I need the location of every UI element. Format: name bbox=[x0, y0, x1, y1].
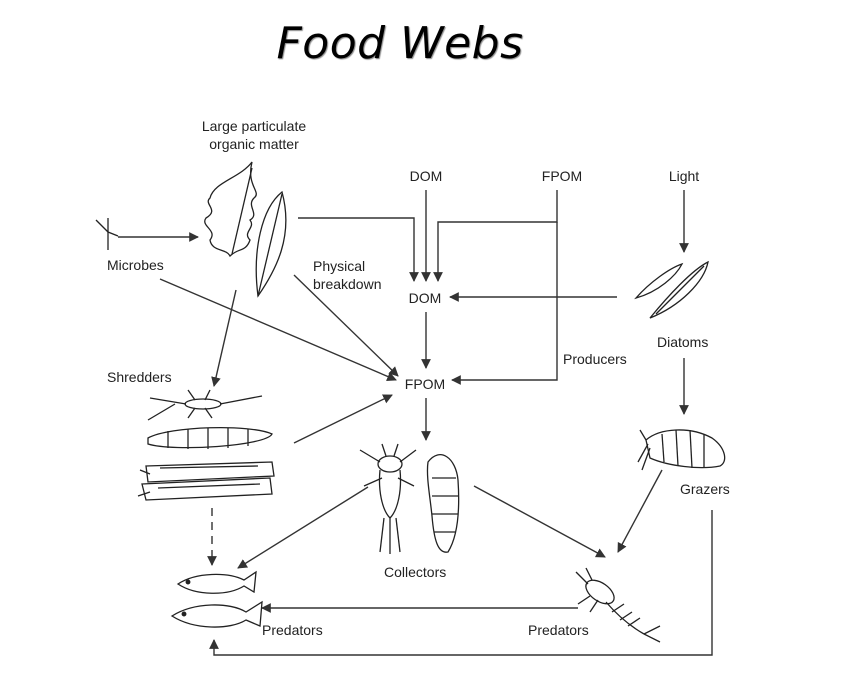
arrow-producers-to-fpom bbox=[451, 222, 558, 385]
microbes-label: Microbes bbox=[107, 257, 164, 273]
page-title: Food Webs bbox=[276, 18, 524, 69]
grazers-label: Grazers bbox=[680, 481, 730, 497]
collectors-label: Collectors bbox=[384, 564, 446, 580]
insect-predator-icon bbox=[575, 567, 661, 643]
arrow-collectors-to-fish bbox=[237, 486, 369, 569]
fpom-source-label: FPOM bbox=[542, 168, 582, 184]
diatoms-label: Diatoms bbox=[657, 334, 708, 350]
light-label: Light bbox=[669, 168, 699, 184]
arrow-physical-breakdown-to-fpom bbox=[293, 274, 399, 377]
arrow-grazers-to-fish bbox=[209, 510, 713, 656]
microbes-icon bbox=[95, 218, 119, 250]
arrow-fpom-source-to-dom bbox=[433, 190, 558, 282]
arrow-grazers-to-insect-predator bbox=[617, 469, 663, 553]
arrow-microbes-to-fpom bbox=[159, 278, 397, 382]
producers-label: Producers bbox=[563, 351, 627, 367]
physical-breakdown-label-line1: Physical bbox=[313, 258, 365, 274]
predators-insect-label: Predators bbox=[528, 622, 589, 638]
leaf-icon bbox=[255, 190, 287, 298]
fpom-node-label: FPOM bbox=[405, 376, 445, 392]
grazers-icon bbox=[637, 429, 726, 471]
fish-predators-icon bbox=[170, 570, 263, 628]
collectors-icon bbox=[359, 443, 460, 554]
predators-fish-label: Predators bbox=[262, 622, 323, 638]
arrow-lpom-to-dom bbox=[298, 217, 419, 282]
shredders-label: Shredders bbox=[107, 369, 172, 385]
lpom-label-line1: Large particulate bbox=[202, 118, 307, 134]
oak-leaf-icon bbox=[204, 161, 257, 258]
diatoms-icon bbox=[634, 260, 709, 319]
arrow-shredders-to-fpom bbox=[293, 394, 393, 444]
arrow-collectors-to-insect-predator bbox=[473, 485, 606, 558]
shredders-icon bbox=[137, 389, 275, 501]
dom-source-label: DOM bbox=[410, 168, 443, 184]
dom-node-label: DOM bbox=[409, 290, 442, 306]
physical-breakdown-label-line2: breakdown bbox=[313, 276, 382, 292]
lpom-label-line2: organic matter bbox=[209, 136, 299, 152]
arrow-lpom-to-shredders bbox=[211, 289, 237, 387]
